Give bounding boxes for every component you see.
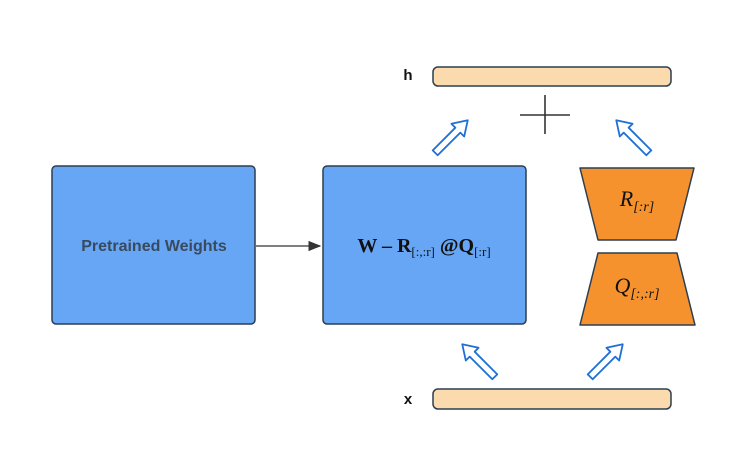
r-symbol: R	[619, 186, 634, 211]
q-symbol: Q	[614, 273, 630, 298]
plus-icon	[520, 95, 570, 134]
r-matrix-trapezoid	[579, 167, 695, 241]
residual-weight-box	[322, 165, 527, 325]
label-h: h	[403, 67, 412, 84]
hollow-arrow-icon	[586, 343, 624, 381]
pretrained-weights-box	[51, 165, 256, 325]
formula-w: W	[357, 235, 377, 257]
q-subscript: [:,:r]	[630, 287, 659, 302]
formula-q: Q	[459, 235, 475, 257]
r-matrix-label: R[:r]	[619, 186, 654, 215]
hollow-arrow-icon	[431, 119, 469, 157]
formula-at: @	[435, 235, 459, 257]
label-x: x	[404, 391, 413, 408]
q-matrix-label: Q[:,:r]	[614, 273, 659, 302]
q-matrix-trapezoid	[579, 252, 696, 326]
hollow-arrow-icon	[461, 343, 499, 381]
r-subscript: [:r]	[633, 200, 654, 215]
formula-r-sub: [:,:r]	[411, 244, 434, 259]
input-bar-x	[432, 388, 672, 410]
pretrained-weights-label: Pretrained Weights	[81, 238, 227, 255]
residual-formula: W – R[:,:r] @Q[:r]	[357, 235, 490, 259]
hollow-arrow-icon	[615, 119, 653, 157]
formula-minus: –	[377, 235, 397, 257]
formula-r: R	[397, 235, 412, 257]
formula-q-sub: [:r]	[474, 244, 491, 259]
output-bar-h	[432, 66, 672, 87]
